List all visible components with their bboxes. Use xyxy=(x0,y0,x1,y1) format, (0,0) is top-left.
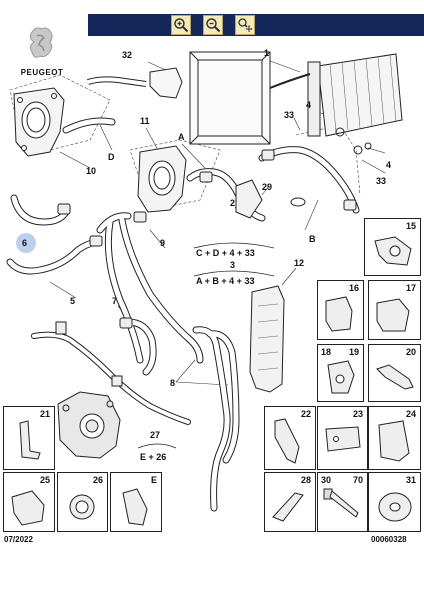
part-box-E[interactable]: E xyxy=(110,472,162,532)
part-box-18-19[interactable]: 18 19 xyxy=(317,344,364,402)
callout-5: 5 xyxy=(70,296,75,306)
bracket-12 xyxy=(249,285,285,393)
washer-icon xyxy=(378,492,412,522)
bracket-28-icon xyxy=(272,492,304,522)
callout-8: 8 xyxy=(170,378,175,388)
clip-18-icon xyxy=(327,360,355,394)
radiator-frame-1 xyxy=(189,51,271,145)
callout-6: 6 xyxy=(22,238,27,248)
hose-fittings xyxy=(57,149,357,329)
brand-name: PEUGEOT xyxy=(20,68,64,77)
callout-33a: 33 xyxy=(284,110,294,120)
callout-D: D xyxy=(108,152,115,162)
callout-11: 11 xyxy=(140,116,150,126)
clip-17-icon xyxy=(376,298,410,332)
heater-housing-32 xyxy=(87,67,183,99)
part-box-22[interactable]: 22 xyxy=(264,406,316,470)
callout-numbers: 1 32 4 33 4 33 11 A D 10 29 B 2 9 3 12 5… xyxy=(70,48,391,388)
part-box-25[interactable]: 25 xyxy=(3,472,55,532)
part-box-30-70[interactable]: 30 70 xyxy=(317,472,368,532)
kit-formulas: C + D + 4 + 33 A + B + 4 + 33 27 E + 26 xyxy=(137,242,275,462)
part-box-15[interactable]: 15 xyxy=(364,218,421,276)
clamp-26-icon xyxy=(69,494,95,520)
bracket-24-icon xyxy=(378,420,410,462)
part-box-20[interactable]: 20 xyxy=(368,344,421,402)
pipe-assembly xyxy=(31,321,191,425)
part-box-17[interactable]: 17 xyxy=(368,280,421,340)
formula-3: A + B + 4 + 33 xyxy=(196,276,254,286)
part-box-28[interactable]: 28 xyxy=(264,472,316,532)
callout-1: 1 xyxy=(264,48,269,58)
formula-2: C + D + 4 + 33 xyxy=(196,248,255,258)
callout-33b: 33 xyxy=(376,176,386,186)
callout-9: 9 xyxy=(160,238,165,248)
hoses xyxy=(6,117,360,512)
part-box-21[interactable]: 21 xyxy=(3,406,55,470)
part-box-26[interactable]: 26 xyxy=(57,472,108,532)
callout-32: 32 xyxy=(122,50,132,60)
valve-29 xyxy=(235,179,306,219)
peugeot-lion-logo xyxy=(29,27,53,58)
formula-27: E + 26 xyxy=(140,452,166,462)
part-box-23[interactable]: 23 xyxy=(317,406,368,470)
callout-7: 7 xyxy=(112,296,117,306)
bracket-22-icon xyxy=(274,418,300,464)
highlight-callout-6[interactable]: 6 xyxy=(16,233,36,253)
callout-A: A xyxy=(178,132,185,142)
formula-27-num: 27 xyxy=(150,430,160,440)
clip-15-icon xyxy=(374,236,412,266)
callout-B: B xyxy=(309,234,316,244)
clip-16-icon xyxy=(325,296,353,332)
callout-10: 10 xyxy=(86,166,96,176)
plate-23-icon xyxy=(325,426,361,452)
footer-date: 07/2022 xyxy=(4,535,33,544)
callout-2: 2 xyxy=(230,198,235,208)
part-box-31[interactable]: 31 xyxy=(368,472,421,532)
clips-33 xyxy=(335,127,372,155)
callout-29: 29 xyxy=(262,182,272,192)
heater-matrix xyxy=(269,53,403,137)
callout-4a: 4 xyxy=(306,100,311,110)
pan-icon xyxy=(238,18,253,32)
clip-21-icon xyxy=(19,420,41,460)
callout-3: 3 xyxy=(230,260,235,270)
callout-12: 12 xyxy=(294,258,304,268)
pan-button[interactable] xyxy=(235,15,255,35)
water-pump xyxy=(57,391,121,459)
zoom-in-button[interactable] xyxy=(171,15,191,35)
zoom-out-button[interactable] xyxy=(203,15,223,35)
footer-ref: 00060328 xyxy=(371,535,407,544)
clip-E-icon xyxy=(122,488,148,526)
callout-4b: 4 xyxy=(386,160,391,170)
gasket-10 xyxy=(13,87,65,157)
clip-25-icon xyxy=(11,490,45,526)
bolt-icon xyxy=(323,488,359,518)
part-box-24[interactable]: 24 xyxy=(368,406,421,470)
zoom-out-icon xyxy=(206,18,221,33)
strap-20-icon xyxy=(376,364,414,390)
part-box-16[interactable]: 16 xyxy=(317,280,364,340)
zoom-in-icon xyxy=(174,18,189,33)
gasket-11 xyxy=(137,145,187,213)
